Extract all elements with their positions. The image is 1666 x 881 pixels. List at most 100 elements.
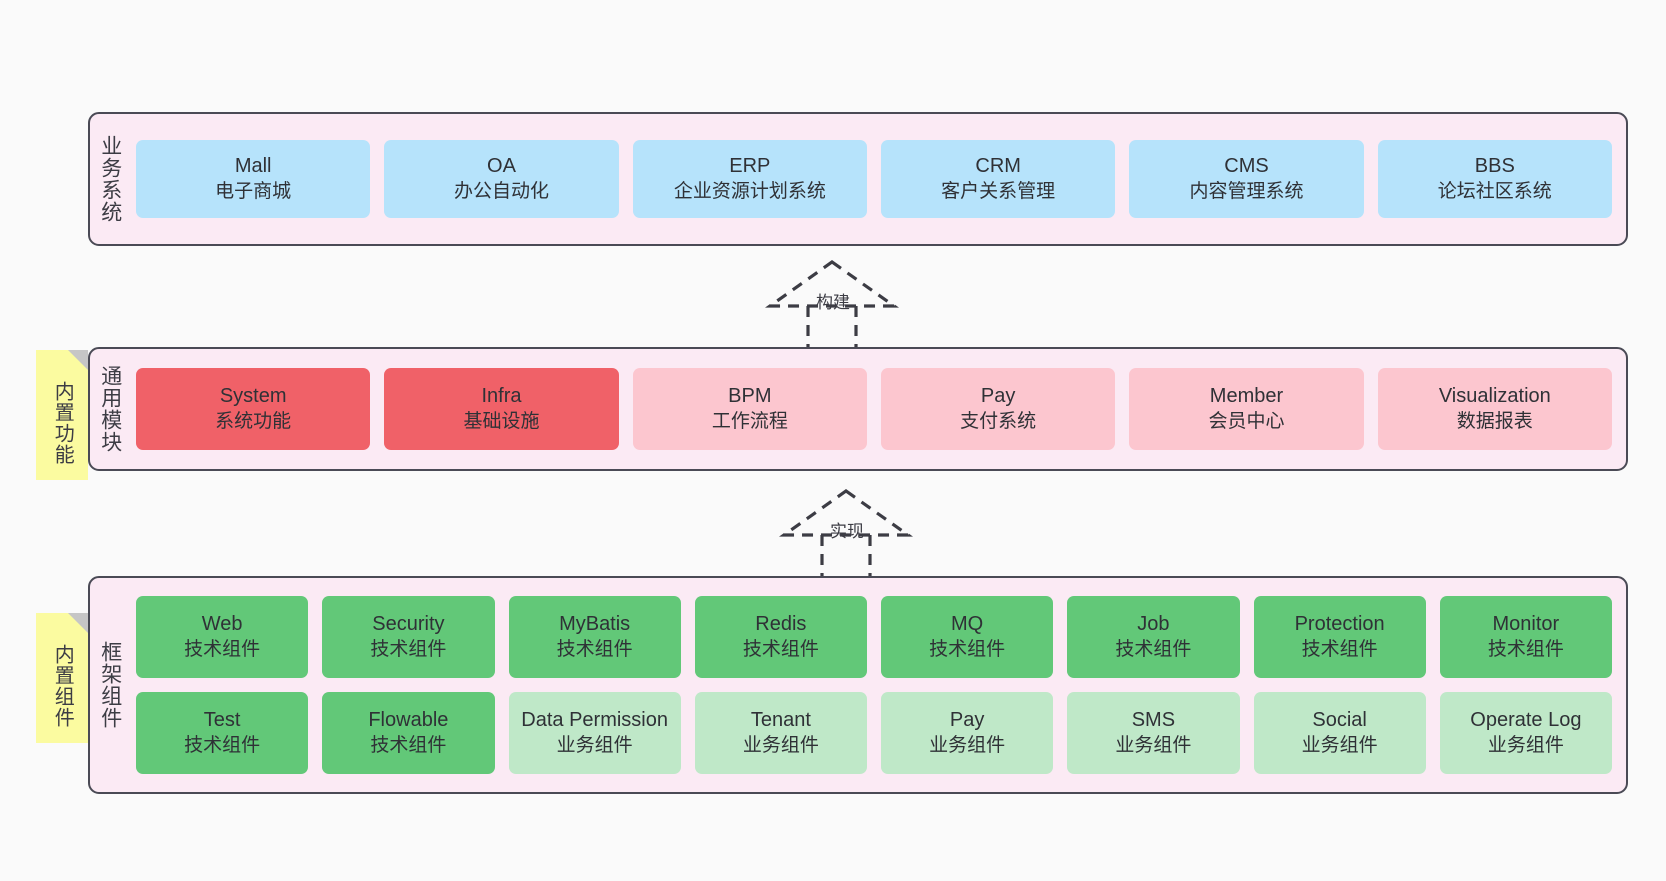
node-mall[interactable]: Mall 电子商城 <box>136 140 371 218</box>
node-mall-desc: 电子商城 <box>215 180 292 202</box>
sticky-note-builtin-feature: 内置功能 <box>36 350 88 480</box>
node-cms-desc: 内容管理系统 <box>1189 180 1304 202</box>
connector-build-label: 构建 <box>816 293 850 312</box>
node-pay-module[interactable]: Pay 支付系统 <box>880 368 1116 450</box>
node-monitor-desc: 技术组件 <box>1487 638 1564 660</box>
node-data-permission-name: Data Permission <box>521 709 668 732</box>
node-cms-name: CMS <box>1224 155 1269 178</box>
connector-build-arrow <box>764 260 900 356</box>
node-system-name: System <box>219 385 287 408</box>
connector-implement: 实现 <box>766 487 926 585</box>
node-bbs-desc: 论坛社区系统 <box>1437 180 1552 202</box>
node-sms[interactable]: SMS 业务组件 <box>1067 692 1240 774</box>
node-crm-desc: 客户关系管理 <box>941 180 1056 202</box>
node-job[interactable]: Job 技术组件 <box>1067 596 1240 678</box>
node-tenant[interactable]: Tenant 业务组件 <box>694 692 867 774</box>
node-visualization-desc: 数据报表 <box>1456 410 1533 432</box>
node-erp-name: ERP <box>729 155 771 178</box>
node-protection-desc: 技术组件 <box>1301 638 1378 660</box>
node-redis[interactable]: Redis 技术组件 <box>694 596 867 678</box>
framework-node-row-2: Test 技术组件 Flowable 技术组件 Data Permission … <box>136 692 1612 774</box>
node-bpm-name: BPM <box>728 385 772 408</box>
node-bbs-name: BBS <box>1474 155 1515 178</box>
sticky-note-builtin-component: 内置组件 <box>36 613 88 743</box>
node-erp-desc: 企业资源计划系统 <box>673 180 826 202</box>
node-data-permission-desc: 业务组件 <box>556 734 633 756</box>
node-tenant-desc: 业务组件 <box>742 734 819 756</box>
node-cms[interactable]: CMS 内容管理系统 <box>1129 140 1364 218</box>
node-web[interactable]: Web 技术组件 <box>136 596 309 678</box>
node-bpm-desc: 工作流程 <box>711 410 788 432</box>
node-mq[interactable]: MQ 技术组件 <box>881 596 1054 678</box>
node-erp[interactable]: ERP 企业资源计划系统 <box>632 140 867 218</box>
node-mq-name: MQ <box>951 613 984 636</box>
node-flowable-name: Flowable <box>368 709 449 732</box>
connector-implement-arrow <box>778 489 914 585</box>
node-monitor-name: Monitor <box>1492 613 1560 636</box>
node-security[interactable]: Security 技术组件 <box>322 596 495 678</box>
node-crm-name: CRM <box>975 155 1021 178</box>
node-member-desc: 会员中心 <box>1208 410 1285 432</box>
node-flowable-desc: 技术组件 <box>370 734 447 756</box>
node-infra[interactable]: Infra 基础设施 <box>384 368 619 450</box>
node-mall-name: Mall <box>234 155 272 178</box>
connector-implement-label: 实现 <box>830 522 864 541</box>
node-tenant-name: Tenant <box>750 709 811 732</box>
node-pay-module-desc: 支付系统 <box>960 410 1037 432</box>
node-flowable[interactable]: Flowable 技术组件 <box>322 692 495 774</box>
node-oa[interactable]: OA 办公自动化 <box>384 140 619 218</box>
node-pay-component[interactable]: Pay 业务组件 <box>881 692 1054 774</box>
node-mybatis[interactable]: MyBatis 技术组件 <box>508 596 681 678</box>
node-web-name: Web <box>201 613 243 636</box>
node-test-desc: 技术组件 <box>184 734 261 756</box>
node-operate-log-name: Operate Log <box>1470 709 1582 732</box>
node-test-name: Test <box>203 709 241 732</box>
node-sms-desc: 业务组件 <box>1115 734 1192 756</box>
node-redis-name: Redis <box>755 613 807 636</box>
node-social[interactable]: Social 业务组件 <box>1253 692 1426 774</box>
node-job-desc: 技术组件 <box>1115 638 1192 660</box>
node-redis-desc: 技术组件 <box>742 638 819 660</box>
sticky-note-builtin-component-label: 内置组件 <box>51 644 74 728</box>
node-job-name: Job <box>1137 613 1170 636</box>
node-security-desc: 技术组件 <box>370 638 447 660</box>
node-data-permission[interactable]: Data Permission 业务组件 <box>508 692 681 774</box>
node-infra-name: Infra <box>481 385 522 408</box>
node-oa-name: OA <box>487 155 516 178</box>
node-visualization-name: Visualization <box>1438 385 1551 408</box>
connector-build: 构建 <box>752 258 912 356</box>
layer-modules-title: 通用模块 <box>98 365 122 453</box>
node-mq-desc: 技术组件 <box>929 638 1006 660</box>
node-security-name: Security <box>372 613 445 636</box>
layer-framework-components[interactable]: 框架组件 Web 技术组件 Security 技术组件 MyBatis 技术组件… <box>88 576 1628 794</box>
layer-framework-title: 框架组件 <box>98 641 122 729</box>
layer-common-modules[interactable]: 通用模块 System 系统功能 Infra 基础设施 BPM 工作流程 Pay… <box>88 347 1628 471</box>
node-bbs[interactable]: BBS 论坛社区系统 <box>1377 140 1612 218</box>
node-social-name: Social <box>1312 709 1367 732</box>
node-visualization[interactable]: Visualization 数据报表 <box>1377 368 1612 450</box>
node-monitor[interactable]: Monitor 技术组件 <box>1439 596 1612 678</box>
node-pay-component-name: Pay <box>949 709 985 732</box>
node-test[interactable]: Test 技术组件 <box>136 692 309 774</box>
modules-node-row: System 系统功能 Infra 基础设施 BPM 工作流程 Pay 支付系统… <box>136 368 1612 450</box>
node-sms-name: SMS <box>1131 709 1176 732</box>
node-pay-module-name: Pay <box>980 385 1016 408</box>
node-member-name: Member <box>1209 385 1284 408</box>
node-protection[interactable]: Protection 技术组件 <box>1253 596 1426 678</box>
node-mybatis-name: MyBatis <box>559 613 631 636</box>
node-crm[interactable]: CRM 客户关系管理 <box>880 140 1116 218</box>
node-mybatis-desc: 技术组件 <box>556 638 633 660</box>
node-system[interactable]: System 系统功能 <box>136 368 371 450</box>
node-infra-desc: 基础设施 <box>463 410 540 432</box>
node-operate-log[interactable]: Operate Log 业务组件 <box>1439 692 1612 774</box>
node-oa-desc: 办公自动化 <box>453 180 549 202</box>
business-node-row: Mall 电子商城 OA 办公自动化 ERP 企业资源计划系统 CRM 客户关系… <box>136 140 1612 218</box>
node-bpm[interactable]: BPM 工作流程 <box>632 368 867 450</box>
node-pay-component-desc: 业务组件 <box>929 734 1006 756</box>
node-web-desc: 技术组件 <box>184 638 261 660</box>
node-member[interactable]: Member 会员中心 <box>1129 368 1364 450</box>
node-social-desc: 业务组件 <box>1301 734 1378 756</box>
layer-business-system[interactable]: 业务系统 Mall 电子商城 OA 办公自动化 ERP 企业资源计划系统 CRM… <box>88 112 1628 246</box>
framework-node-row-1: Web 技术组件 Security 技术组件 MyBatis 技术组件 Redi… <box>136 596 1612 678</box>
